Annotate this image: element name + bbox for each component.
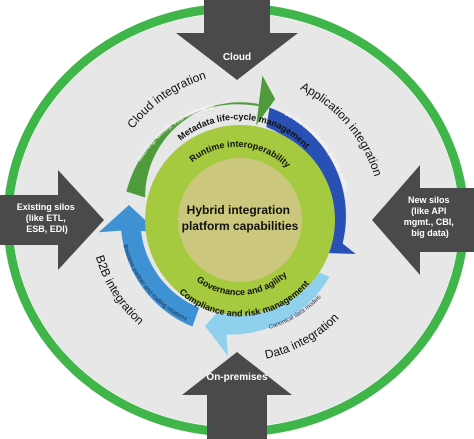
arrow-left-line-1: Existing silos xyxy=(17,202,75,212)
arrow-right-line-3: mgmt., CBI, xyxy=(404,217,454,227)
arrow-right-line-2: (like API xyxy=(411,206,446,216)
arrow-left-existing-silos: Existing silos (like ETL, ESB, EDI) xyxy=(0,170,104,270)
arrow-left-line-2: (like ETL, xyxy=(26,213,66,223)
arrow-top-cloud: Cloud xyxy=(176,0,298,80)
arrow-bottom-label: On-premises xyxy=(206,372,268,383)
cloud-integration-arc xyxy=(126,75,276,198)
center-title-line-2: platform capabilities xyxy=(182,219,299,233)
center-title: Hybrid integration platform capabilities xyxy=(182,203,299,233)
center-title-line-1: Hybrid integration xyxy=(187,203,290,217)
arrow-right-line-1: New silos xyxy=(408,195,450,205)
arrow-right-line-4: big data) xyxy=(411,228,449,238)
arrow-left-line-3: ESB, EDI) xyxy=(26,224,68,234)
arrow-right-label: New silos (like API mgmt., CBI, big data… xyxy=(404,195,457,238)
arrow-left-label: Existing silos (like ETL, ESB, EDI) xyxy=(17,202,78,234)
arrow-top-label: Cloud xyxy=(223,52,251,63)
arrow-bottom-on-premises: On-premises xyxy=(182,352,292,439)
arrow-right-new-silos: New silos (like API mgmt., CBI, big data… xyxy=(372,165,474,275)
b2b-integration-arc xyxy=(98,205,200,327)
center-disc xyxy=(178,158,302,282)
